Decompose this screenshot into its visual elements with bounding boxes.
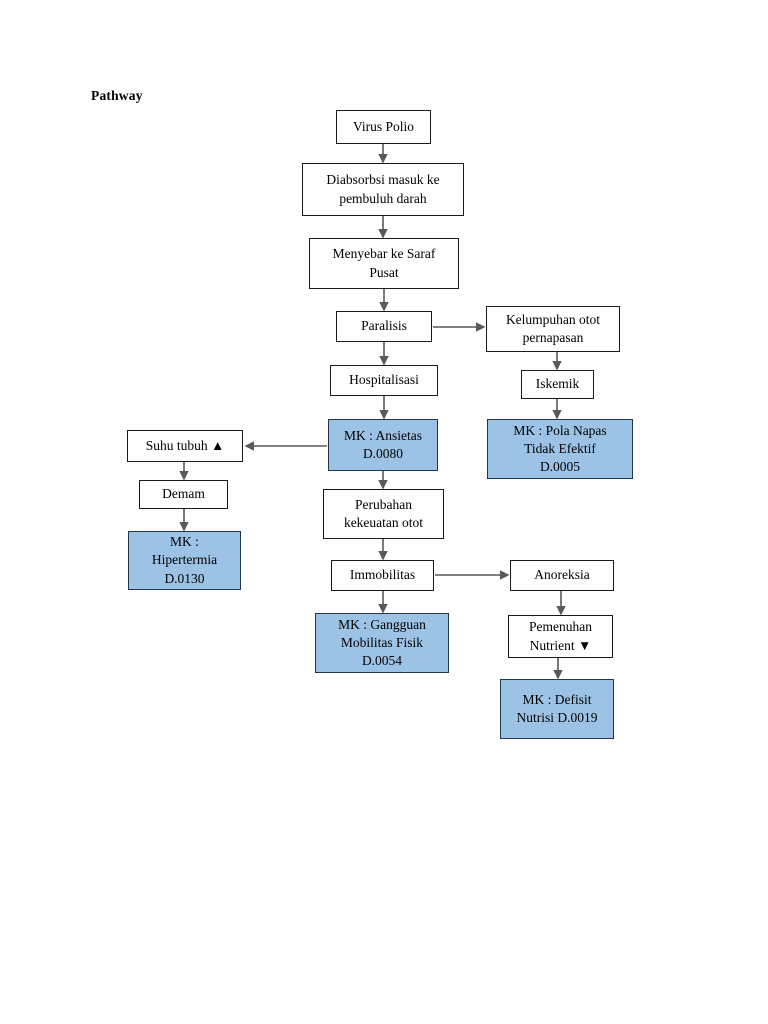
node-label: MK : Gangguan Mobilitas Fisik D.0054 (338, 616, 426, 669)
node-virus-polio[interactable]: Virus Polio (336, 110, 431, 144)
node-label: MK : Defisit Nutrisi D.0019 (516, 691, 598, 725)
node-label: Demam (162, 486, 205, 502)
node-suhu-tubuh[interactable]: Suhu tubuh ▲ (127, 430, 243, 462)
node-label: Paralisis (361, 318, 407, 334)
node-label: Anoreksia (534, 567, 590, 583)
node-iskemik[interactable]: Iskemik (521, 370, 594, 399)
node-label: Virus Polio (352, 118, 415, 134)
node-label: Suhu tubuh ▲ (145, 437, 225, 453)
node-label: Perubahan kekeuatan otot (343, 496, 424, 530)
node-label: Immobilitas (349, 567, 416, 583)
node-kelumpuhan-otot-pernapasan[interactable]: Kelumpuhan otot pernapasan (486, 306, 620, 352)
node-label: MK : Pola Napas Tidak Efektif D.0005 (513, 422, 607, 475)
node-mk-hipertermia[interactable]: MK : Hipertermia D.0130 (128, 531, 241, 590)
node-label: MK : Ansietas D.0080 (343, 427, 422, 461)
node-anoreksia[interactable]: Anoreksia (510, 560, 614, 591)
node-demam[interactable]: Demam (139, 480, 228, 509)
node-label: Hospitalisasi (349, 372, 419, 388)
node-mk-pola-napas-tidak-efektif[interactable]: MK : Pola Napas Tidak Efektif D.0005 (487, 419, 633, 479)
node-label: Kelumpuhan otot pernapasan (505, 311, 601, 345)
node-immobilitas[interactable]: Immobilitas (331, 560, 434, 591)
node-menyebar-ke-saraf-pusat[interactable]: Menyebar ke Saraf Pusat (309, 238, 459, 289)
node-perubahan-kekuatan-otot[interactable]: Perubahan kekeuatan otot (323, 489, 444, 539)
node-paralisis[interactable]: Paralisis (336, 311, 432, 342)
node-label: Pemenuhan Nutrient ▼ (529, 619, 592, 653)
node-hospitalisasi[interactable]: Hospitalisasi (330, 365, 438, 396)
node-label: MK : Hipertermia D.0130 (151, 534, 218, 586)
node-label: Iskemik (535, 376, 580, 392)
node-diabsorbsi-masuk-pembuluh-darah[interactable]: Diabsorbsi masuk ke pembuluh darah (302, 163, 464, 216)
node-mk-ansietas[interactable]: MK : Ansietas D.0080 (328, 419, 438, 471)
node-mk-gangguan-mobilitas-fisik[interactable]: MK : Gangguan Mobilitas Fisik D.0054 (315, 613, 449, 673)
node-pemenuhan-nutrient[interactable]: Pemenuhan Nutrient ▼ (508, 615, 613, 658)
node-label: Diabsorbsi masuk ke pembuluh darah (326, 172, 440, 206)
node-mk-defisit-nutrisi[interactable]: MK : Defisit Nutrisi D.0019 (500, 679, 614, 739)
node-label: Menyebar ke Saraf Pusat (332, 246, 436, 280)
page-title: Pathway (91, 88, 143, 103)
